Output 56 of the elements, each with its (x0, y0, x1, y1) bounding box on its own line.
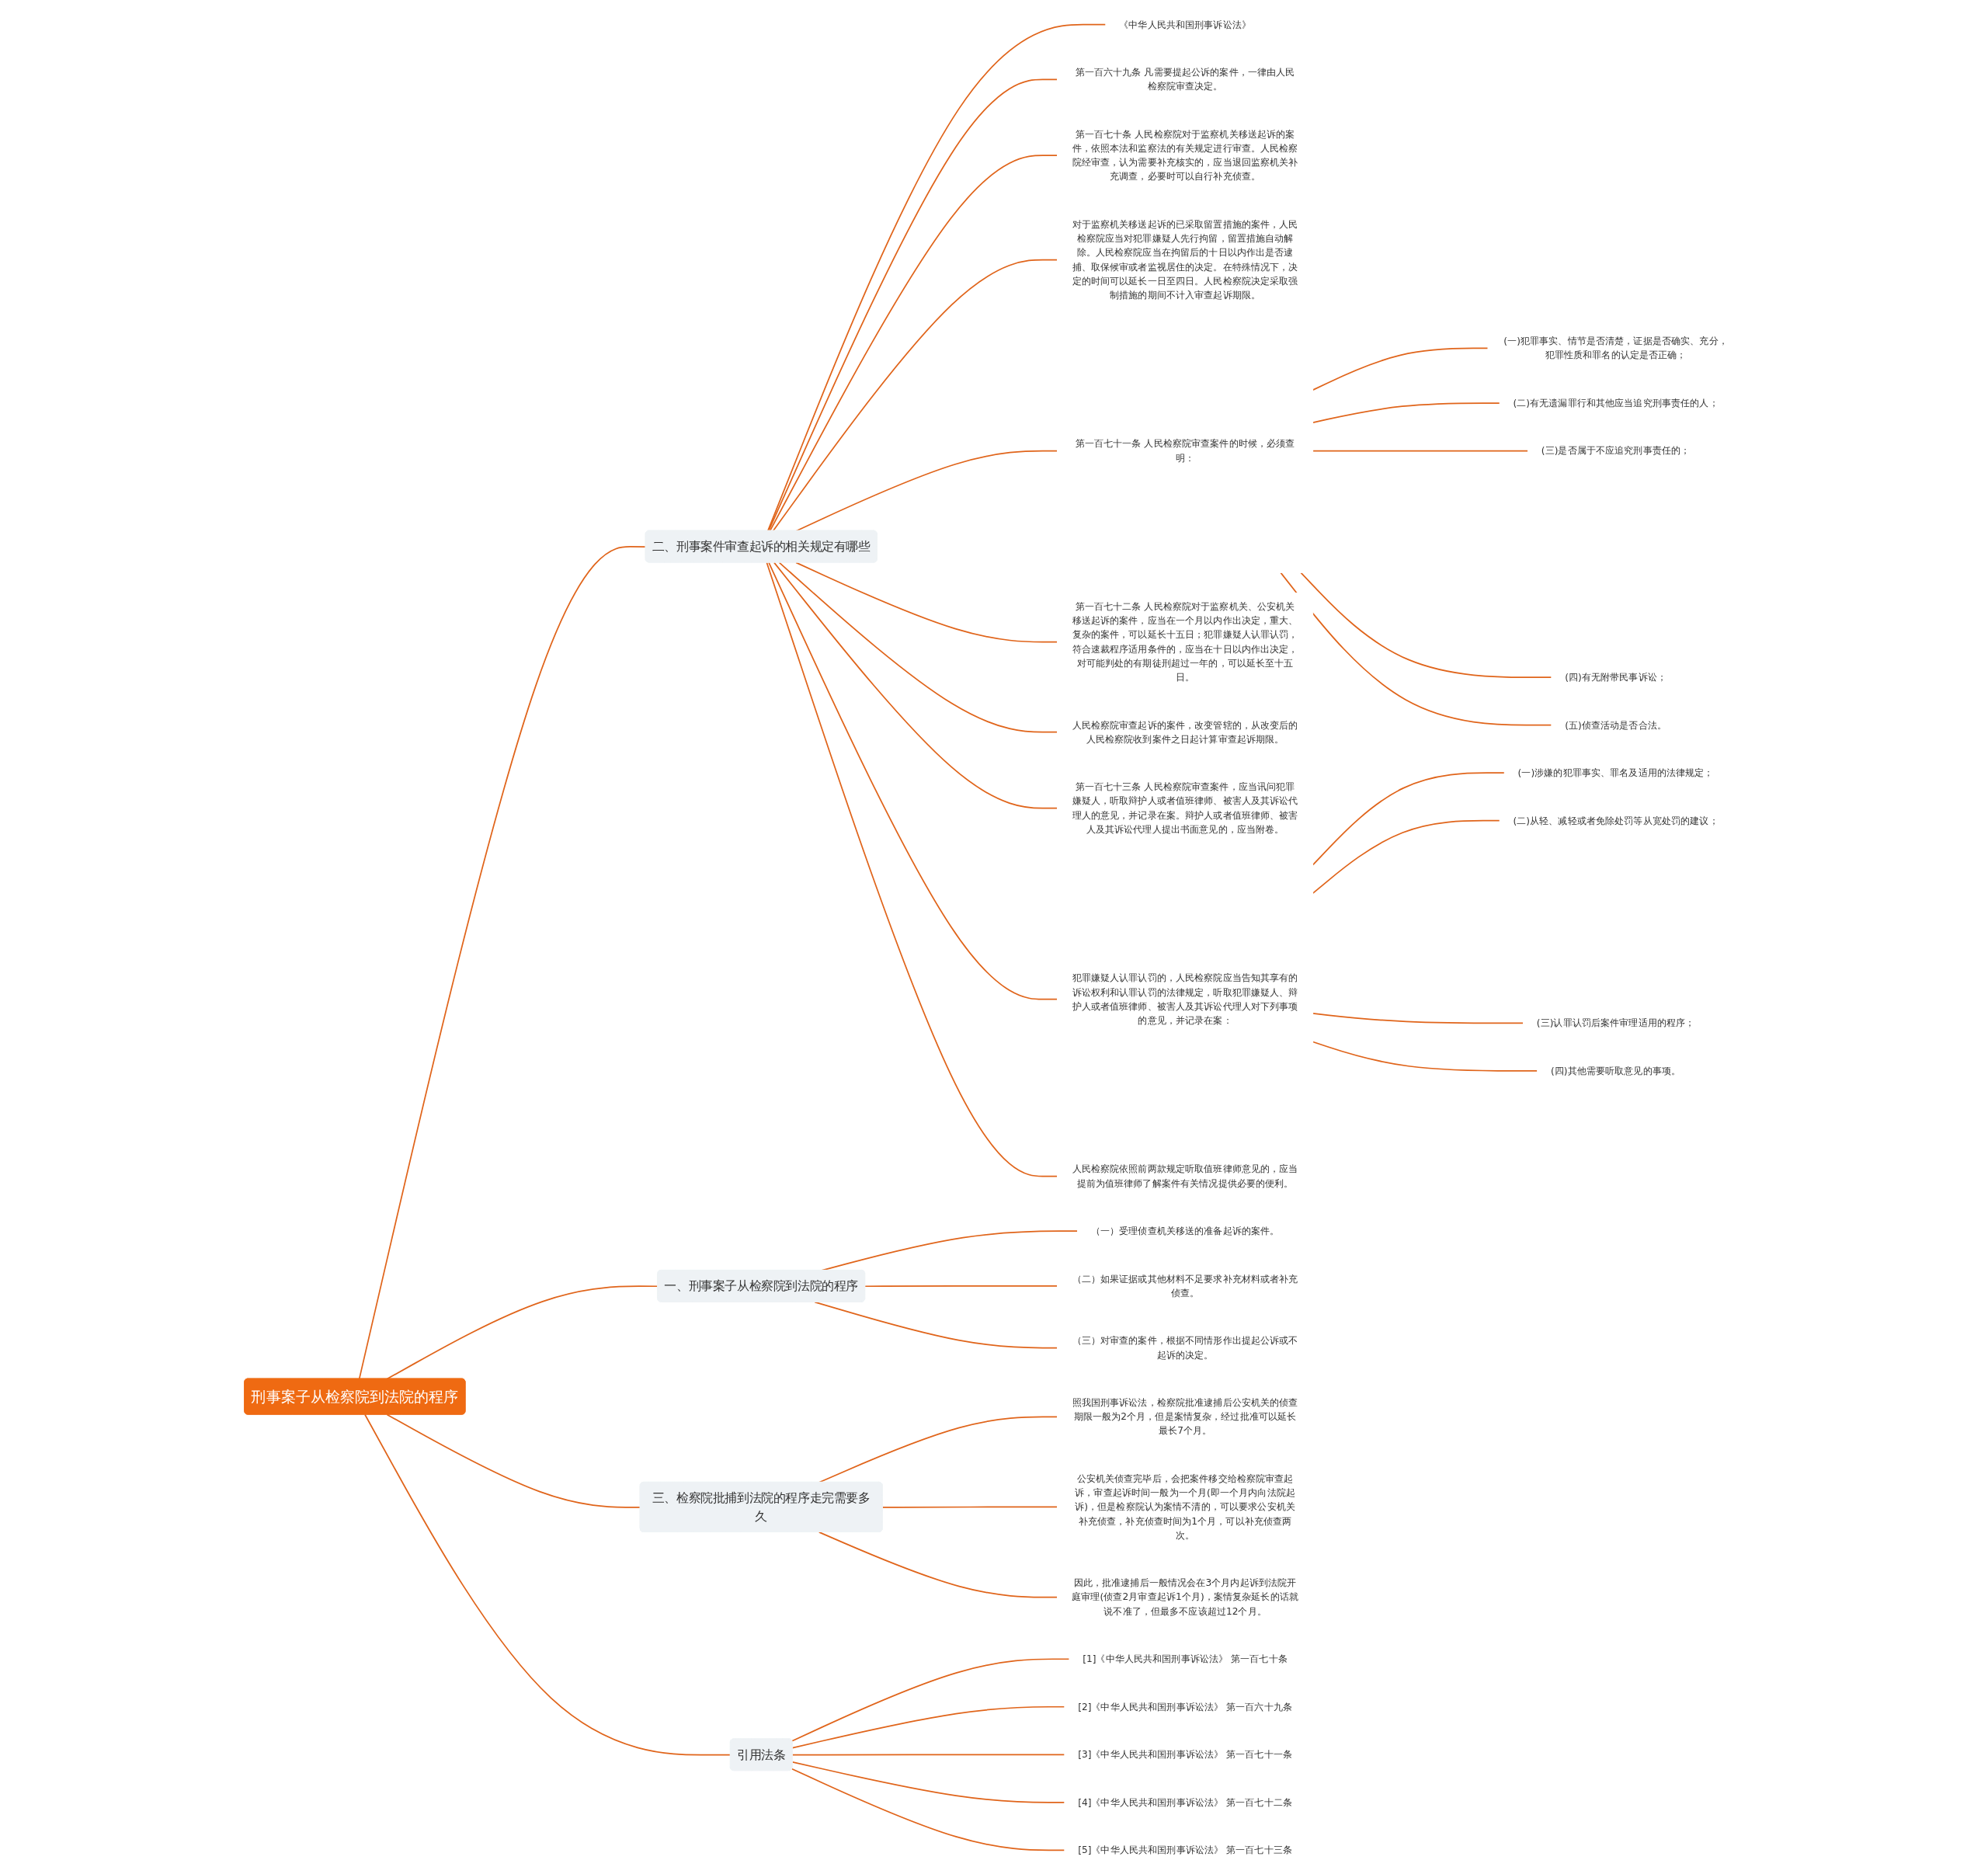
connector (1312, 450, 1529, 451)
node-text: (三)是否属于不应追究刑事责任的； (1541, 444, 1691, 456)
connector (881, 1506, 1058, 1508)
node-text: (四)其他需要听取意见的事项。 (1550, 1065, 1681, 1076)
node-text: [1]《中华人民共和国刑事诉讼法》 第一百七十条 (1083, 1653, 1288, 1664)
node-text: 人民检察院依照前两款规定听取值班律师意见的，应当提前为值班律师了解案件有关情况提供必要的便利。 (1072, 1163, 1298, 1188)
node-text: 公安机关侦查完毕后，会把案件移交给检察院审查起诉，审查起诉时间一般为一个月(即一个月内向法院起诉)，但是检察院认为案情不清的，可以要求公安机关补充侦查，补充侦查时间为1个月，可以补充侦查两次。 (1075, 1472, 1295, 1540)
node-text: (一)犯罪事实、情节是否清楚，证据是否确实、充分，犯罪性质和罪名的认定是否正确； (1503, 335, 1728, 360)
node-text: (五)侦查活动是否合法。 (1565, 718, 1667, 730)
node-text: （三）对审查的案件，根据不同情形作出提起公诉或不起诉的决定。 (1072, 1334, 1298, 1360)
node-text: (三)认罪认罚后案件审理适用的程序； (1536, 1017, 1695, 1028)
connector (791, 1705, 1065, 1748)
connector (1312, 771, 1506, 865)
connector (364, 1413, 732, 1756)
node-text: 第一百七十条 人民检察院对于监察机关移送起诉的案件，依照本法和监察法的有关规定进行审查。人民检察院经审查，认为需要补充核实的，应当退回监察机关补充调查，必要时可以自行补充侦查。 (1072, 128, 1298, 182)
node-text: (一)涉嫌的犯罪事实、罪名及适用的法律规定； (1517, 767, 1714, 778)
connector (778, 562, 1058, 733)
connector (814, 1301, 1058, 1348)
node-text: 照我国刑事诉讼法，检察院批准逮捕后公安机关的侦查期限一般为2个月，但是案情复杂，经过批准可以延长最长7个月。 (1072, 1396, 1298, 1436)
node-text: 《中华人民共和国刑事诉讼法》 (1119, 18, 1251, 30)
connector (1300, 572, 1552, 678)
node-text: （一）受理侦查机关移送的准备起诉的案件。 (1090, 1225, 1280, 1236)
connector (386, 1413, 641, 1508)
connector (1312, 819, 1500, 894)
connector (1312, 347, 1489, 391)
node-text: 第一百七十三条 人民检察院审查案件，应当讯问犯罪嫌疑人，听取辩护人或者值班律师、被害人及其诉讼代理人的意见，并记录在案。辩护人或者值班律师、被害人及其诉讼代理人提出书面意见的，应当附卷。 (1072, 781, 1298, 834)
connector (795, 562, 1058, 642)
connector (818, 1531, 1058, 1598)
node-text: 犯罪嫌疑人认罪认罚的，人民检察院应当告知其享有的诉讼权利和认罪认罚的法律规定，听取犯罪嫌疑人、辩护人或者值班律师、被害人及其诉讼代理人对下列事项的意见，并记录在案： (1072, 972, 1298, 1025)
node-text: （二）如果证据或其他材料不足要求补充材料或者补充侦查。 (1072, 1272, 1298, 1298)
connector (766, 562, 1058, 1177)
connector (773, 562, 1058, 808)
connector (791, 1657, 1070, 1742)
connector (1312, 402, 1500, 423)
node-text: 人民检察院审查起诉的案件，改变管辖的，从改变后的人民检察院收到案件之日起计算审查起诉期限。 (1072, 718, 1298, 744)
connector (864, 1285, 1058, 1287)
connector (768, 562, 1058, 1000)
node-text: (二)有无遗漏罪行和其他应当追究刑事责任的人； (1513, 397, 1719, 409)
connector (791, 1761, 1065, 1803)
connector (1312, 1041, 1538, 1072)
node-text: (四)有无附带民事诉讼； (1565, 671, 1667, 683)
node-text: 因此，批准逮捕后一般情况会在3个月内起诉到法院开庭审理(侦查2月审查起诉1个月)，案情复杂延长的话就说不准了，但最多不应该超过12个月。 (1072, 1577, 1298, 1616)
node-text: 对于监察机关移送起诉的已采取留置措施的案件，人民检察院应当对犯罪嫌疑人先行拘留，留置措施自动解除。人民检察院应当在拘留后的十日以内作出是否逮捕、取保候审或者监视居住的决定。在特殊情况下，决定的时间可以延长一日至四日。人民检察院决定采取强制措施的期间不计入审查起诉期限。 (1072, 218, 1298, 300)
node-text: 第一百六十九条 凡需要提起公诉的案件，一律由人民检察院审查决定。 (1075, 66, 1295, 92)
connector (358, 545, 647, 1379)
connector (1280, 572, 1552, 725)
node-text: (二)从轻、减轻或者免除处罚等从宽处罚的建议； (1513, 814, 1719, 826)
node-text: 第一百七十一条 人民检察院审查案件的时候，必须查明： (1075, 437, 1295, 463)
connector (791, 1768, 1065, 1851)
connector (791, 1753, 1065, 1756)
node-text: [2]《中华人民共和国刑事诉讼法》 第一百六十九条 (1078, 1700, 1292, 1712)
node-text: [3]《中华人民共和国刑事诉讼法》 第一百七十一条 (1078, 1748, 1292, 1760)
node-text: [5]《中华人民共和国刑事诉讼法》 第一百七十三条 (1078, 1844, 1292, 1855)
connector (1312, 1012, 1524, 1024)
node-text: [4]《中华人民共和国刑事诉讼法》 第一百七十二条 (1078, 1796, 1292, 1807)
node-text: 第一百七十二条 人民检察院对于监察机关、公安机关移送起诉的案件，应当在一个月以内作出决定，重大、复杂的案件，可以延长十五日；犯罪嫌疑人认罪认罚，符合速裁程序适用条件的，应当在十日以内作出决定，对可能判处的有期徒刑超过一年的，可以延长至十五日。 (1072, 600, 1298, 683)
